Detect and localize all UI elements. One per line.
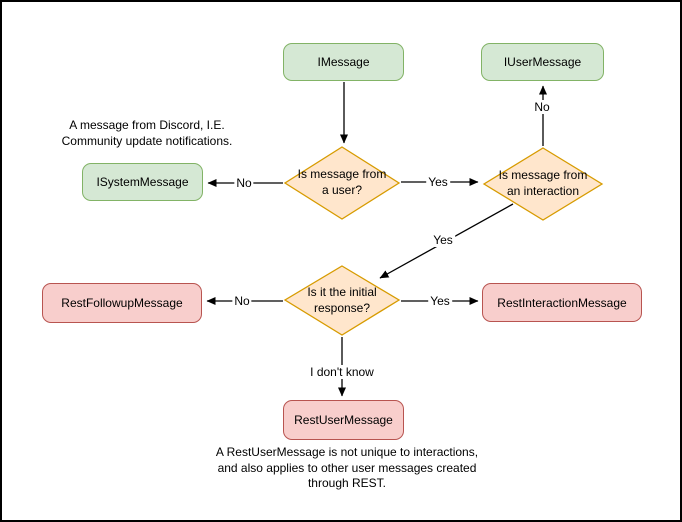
edge-label-initial-unknown: I don't know — [308, 365, 376, 379]
node-restusermessage: RestUserMessage — [283, 400, 404, 440]
annotation-system-message-note: A message from Discord, I.E. Community u… — [42, 118, 252, 149]
annotation-line: A message from Discord, I.E. — [69, 118, 225, 132]
decision-is-from-user-shape — [283, 146, 401, 220]
node-imessage: IMessage — [283, 43, 404, 81]
annotation-line: A RestUserMessage is not unique to inter… — [215, 445, 479, 459]
node-restinteractionmessage: RestInteractionMessage — [482, 283, 642, 322]
decision-is-from-interaction-shape — [482, 147, 604, 221]
edge-label-interaction-yes: Yes — [431, 233, 455, 247]
annotation-line: through REST. — [307, 476, 387, 491]
annotation-rest-user-message-note: A RestUserMessage is not unique to inter… — [177, 445, 517, 492]
annotation-line: Community update notifications. — [61, 133, 233, 148]
edge-label-initial-yes: Yes — [428, 294, 452, 308]
annotation-line: and also applies to other user messages … — [217, 460, 477, 475]
edge-label-user-yes: Yes — [426, 175, 450, 189]
decision-is-initial-response-shape — [283, 265, 401, 336]
node-restfollowupmessage: RestFollowupMessage — [42, 283, 202, 323]
edge-label-interaction-no: No — [532, 100, 552, 114]
node-isystemmessage: ISystemMessage — [82, 163, 203, 201]
edge-label-user-no: No — [234, 176, 254, 190]
edge-label-initial-no: No — [232, 294, 252, 308]
node-iusermessage: IUserMessage — [481, 43, 604, 81]
